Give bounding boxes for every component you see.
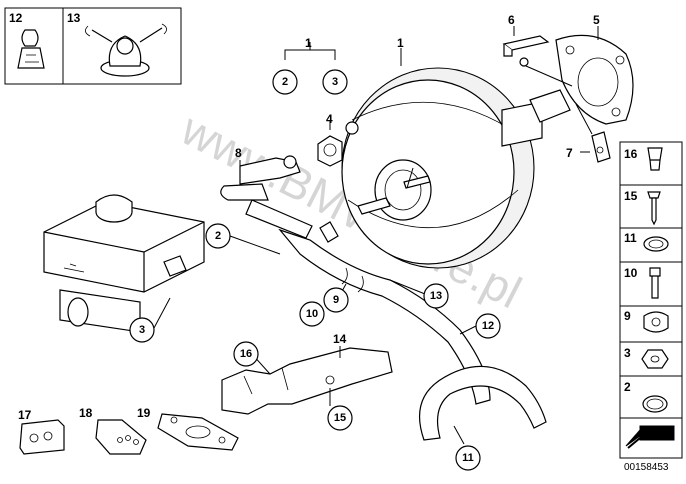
inset-label-13: 13 <box>67 11 81 25</box>
legend-label-9: 9 <box>624 309 631 323</box>
screw-icon <box>647 191 661 199</box>
legend-label-16: 16 <box>624 147 638 161</box>
legend-label-15: 15 <box>624 189 638 203</box>
callout-5: 5 <box>593 13 600 27</box>
brake-booster-drawing <box>341 67 571 269</box>
callout-13: 13 <box>430 290 442 302</box>
legend-label-11: 11 <box>624 231 637 245</box>
hose-elbow-drawing <box>418 365 547 441</box>
callout-6: 6 <box>508 13 515 27</box>
callout-11: 11 <box>462 452 474 464</box>
callout-2-left: 2 <box>215 230 221 242</box>
callout-10: 10 <box>306 308 318 320</box>
callout-15: 15 <box>334 412 346 424</box>
fork-drawing <box>502 35 573 87</box>
cable-clip-icon <box>643 311 669 333</box>
callout-7: 7 <box>566 146 573 160</box>
grommet-19-drawing <box>157 413 239 451</box>
master-cylinder-drawing <box>43 194 205 333</box>
callout-15-circle <box>327 405 353 431</box>
callout-12-circle <box>475 313 501 339</box>
check-valve-drawing <box>220 155 313 239</box>
legend-column: 16 15 11 10 9 3 2 <box>619 141 683 459</box>
grommet-18-drawing <box>95 419 147 455</box>
callout-1-group: 1 <box>305 36 312 50</box>
inset-box-13: 13 <box>62 7 182 85</box>
callout-3-group-circle <box>322 69 348 95</box>
legend-label-2: 2 <box>624 380 631 394</box>
clip-nut-icon <box>647 147 663 171</box>
callout-19: 19 <box>137 406 151 420</box>
callout-16-circle <box>233 341 259 367</box>
callout-8: 8 <box>235 146 242 160</box>
legend-label-3: 3 <box>624 346 631 360</box>
inset-label-12: 12 <box>9 11 23 25</box>
drawing-code: 00158453 <box>624 462 669 473</box>
inset-box-12: 12 <box>4 7 64 85</box>
hex-nut-icon <box>641 349 669 369</box>
callout-17: 17 <box>18 408 32 422</box>
callout-2-group-circle <box>272 69 298 95</box>
direction-arrow-icon <box>625 425 675 447</box>
callout-1: 1 <box>397 36 404 50</box>
callout-12: 12 <box>482 320 494 332</box>
vacuum-hose-drawing <box>278 221 491 405</box>
callout-labels: 1 2 3 1 6 5 7 4 8 2 3 9 10 13 12 11 14 1… <box>18 13 600 471</box>
callout-9: 9 <box>333 294 339 306</box>
callout-3-left: 3 <box>139 324 145 336</box>
callout-11-circle <box>455 445 481 471</box>
callout-10-circle <box>299 301 325 327</box>
clip-drawing <box>575 103 611 163</box>
callout-4: 4 <box>326 112 333 126</box>
grommet-17-drawing <box>19 419 65 455</box>
legend-label-10: 10 <box>624 266 638 280</box>
callout-18: 18 <box>79 406 93 420</box>
sealing-ring-icon <box>642 395 668 413</box>
hose-clamp-icon <box>643 236 669 252</box>
callout-3-group: 3 <box>332 76 338 88</box>
callout-14: 14 <box>333 332 347 346</box>
callout-3-left-circle <box>129 317 155 343</box>
callout-2-left-circle <box>205 223 231 249</box>
callout-16: 16 <box>240 348 252 360</box>
callout-13-circle <box>423 283 449 309</box>
bolt-icon <box>649 267 661 299</box>
callout-2-group: 2 <box>282 76 288 88</box>
callout-9-circle <box>323 287 349 313</box>
